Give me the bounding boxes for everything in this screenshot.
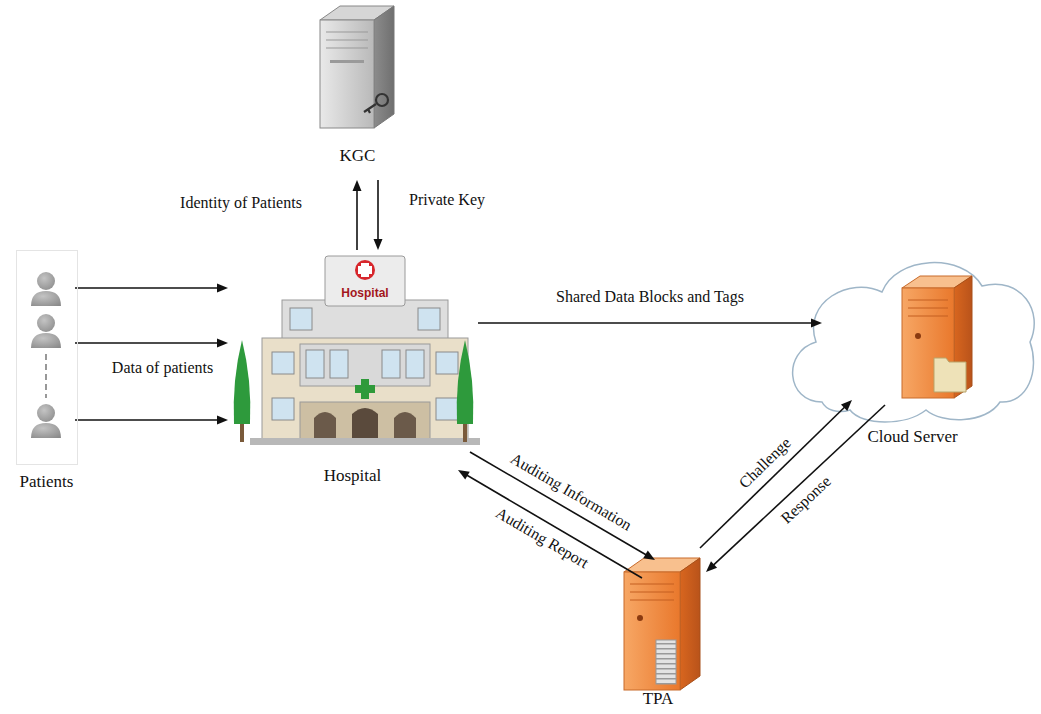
edge-label: Data of patients	[110, 359, 215, 377]
hospital-node: Hospital	[225, 248, 480, 490]
node-label: KGC	[340, 146, 376, 166]
tpa-server-icon	[624, 558, 700, 690]
arrowhead	[217, 339, 228, 348]
connector-arrow	[700, 400, 852, 548]
arrowhead	[706, 561, 717, 572]
node-label: TPA	[643, 689, 674, 709]
arrowhead	[643, 551, 655, 560]
arrowhead	[811, 319, 822, 328]
arrowhead	[458, 470, 470, 479]
connector-arrow	[75, 339, 228, 348]
sign-text: Hospital	[341, 286, 388, 300]
arrowhead	[217, 284, 228, 293]
connector-line	[377, 180, 379, 241]
hospital-building	[234, 256, 480, 445]
edge-label: Challenge	[734, 432, 796, 493]
edge-label: Shared Data Blocks and Tags	[554, 288, 746, 306]
arrowhead	[353, 180, 362, 191]
edge-label: Auditing Report	[491, 503, 594, 573]
edge-label: Private Key	[407, 191, 487, 209]
arrowhead	[217, 416, 228, 425]
kgc-node: KGC	[300, 0, 415, 175]
arrowhead	[841, 400, 852, 411]
tpa-node: TPA	[608, 550, 708, 712]
arrowhead	[374, 239, 383, 250]
edge-label: Response	[776, 471, 836, 529]
connector-line	[75, 419, 219, 421]
connector-line	[713, 405, 885, 566]
node-label: Patients	[20, 472, 74, 492]
connector-line	[75, 342, 219, 344]
cloud-server-icon	[793, 263, 1035, 422]
connector-line	[356, 189, 358, 250]
connector-arrow	[706, 405, 885, 572]
connector-arrow	[374, 180, 383, 250]
connector-line	[75, 287, 219, 289]
connector-line	[478, 322, 813, 324]
node-label: Hospital	[324, 466, 382, 486]
connector-arrow	[353, 180, 362, 250]
kgc-server-icon	[320, 6, 394, 128]
edge-label: Identity of Patients	[178, 194, 304, 212]
patients-group: Patients	[16, 250, 78, 465]
connector-arrow	[75, 416, 228, 425]
node-label: Cloud Server	[867, 427, 957, 447]
connector-line	[700, 406, 846, 548]
patient-icons	[31, 272, 61, 438]
connector-arrow	[75, 284, 228, 293]
connector-arrow	[478, 319, 822, 328]
cloud-server-node: Cloud Server	[785, 255, 1040, 450]
